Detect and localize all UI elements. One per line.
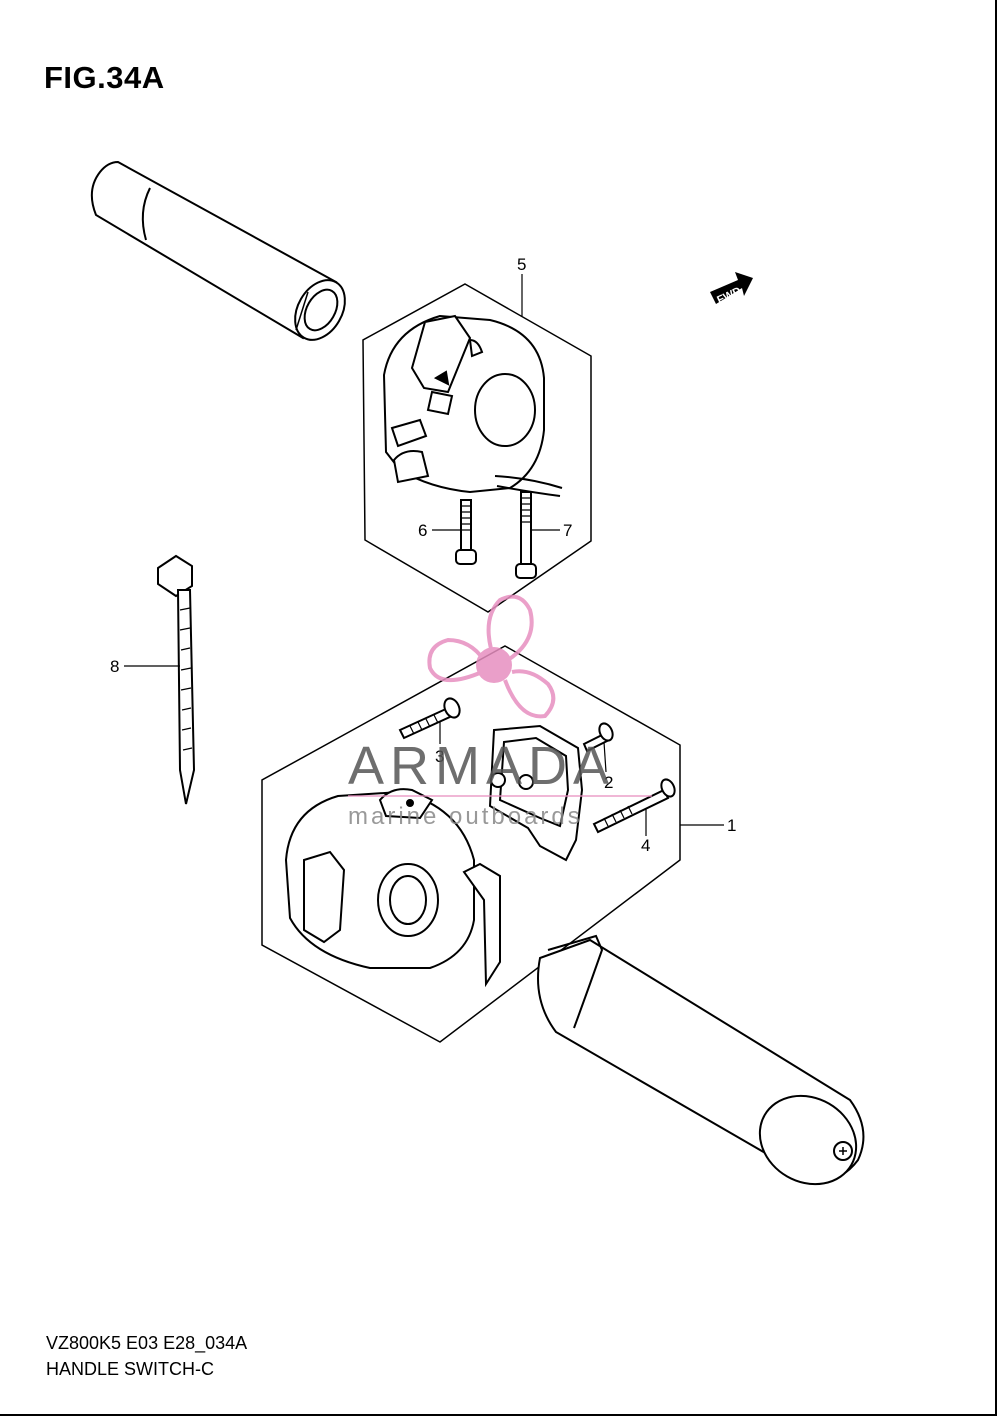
watermark-tagline: marine outboards bbox=[348, 803, 583, 830]
left-grip bbox=[90, 160, 346, 341]
switch-clamp-bracket bbox=[488, 724, 584, 862]
callout-8: 8 bbox=[110, 657, 119, 676]
callout-1: 1 bbox=[727, 816, 736, 835]
watermark-logo: ARMADA marine outboards bbox=[348, 594, 652, 830]
screw-7 bbox=[515, 491, 537, 579]
right-throttle-grip bbox=[537, 934, 865, 1186]
callout-7: 7 bbox=[563, 521, 572, 540]
callout-2: 2 bbox=[604, 773, 613, 792]
fwd-arrow-icon: FWD bbox=[710, 272, 753, 307]
callout-6: 6 bbox=[418, 521, 427, 540]
screw-6 bbox=[455, 499, 477, 565]
callout-3: 3 bbox=[435, 747, 444, 766]
propeller-icon bbox=[427, 594, 556, 719]
watermark-brand: ARMADA bbox=[348, 736, 615, 796]
leader-lines bbox=[124, 274, 724, 836]
callout-4: 4 bbox=[641, 836, 650, 855]
figure-title: FIG.34A bbox=[44, 60, 165, 95]
left-switch-housing bbox=[382, 314, 563, 497]
cable-tie bbox=[157, 554, 196, 805]
diagram-code: VZ800K5 E03 E28_034A bbox=[46, 1333, 248, 1353]
upper-assembly-outline bbox=[362, 283, 592, 613]
lower-assembly-outline bbox=[261, 645, 681, 1043]
screw-2 bbox=[582, 722, 614, 753]
screw-4 bbox=[592, 778, 676, 834]
propeller-hub bbox=[476, 647, 512, 683]
screw-3 bbox=[398, 697, 461, 740]
right-switch-housing bbox=[284, 788, 501, 988]
callout-5: 5 bbox=[517, 255, 526, 274]
diagram-name: HANDLE SWITCH-C bbox=[46, 1359, 215, 1379]
